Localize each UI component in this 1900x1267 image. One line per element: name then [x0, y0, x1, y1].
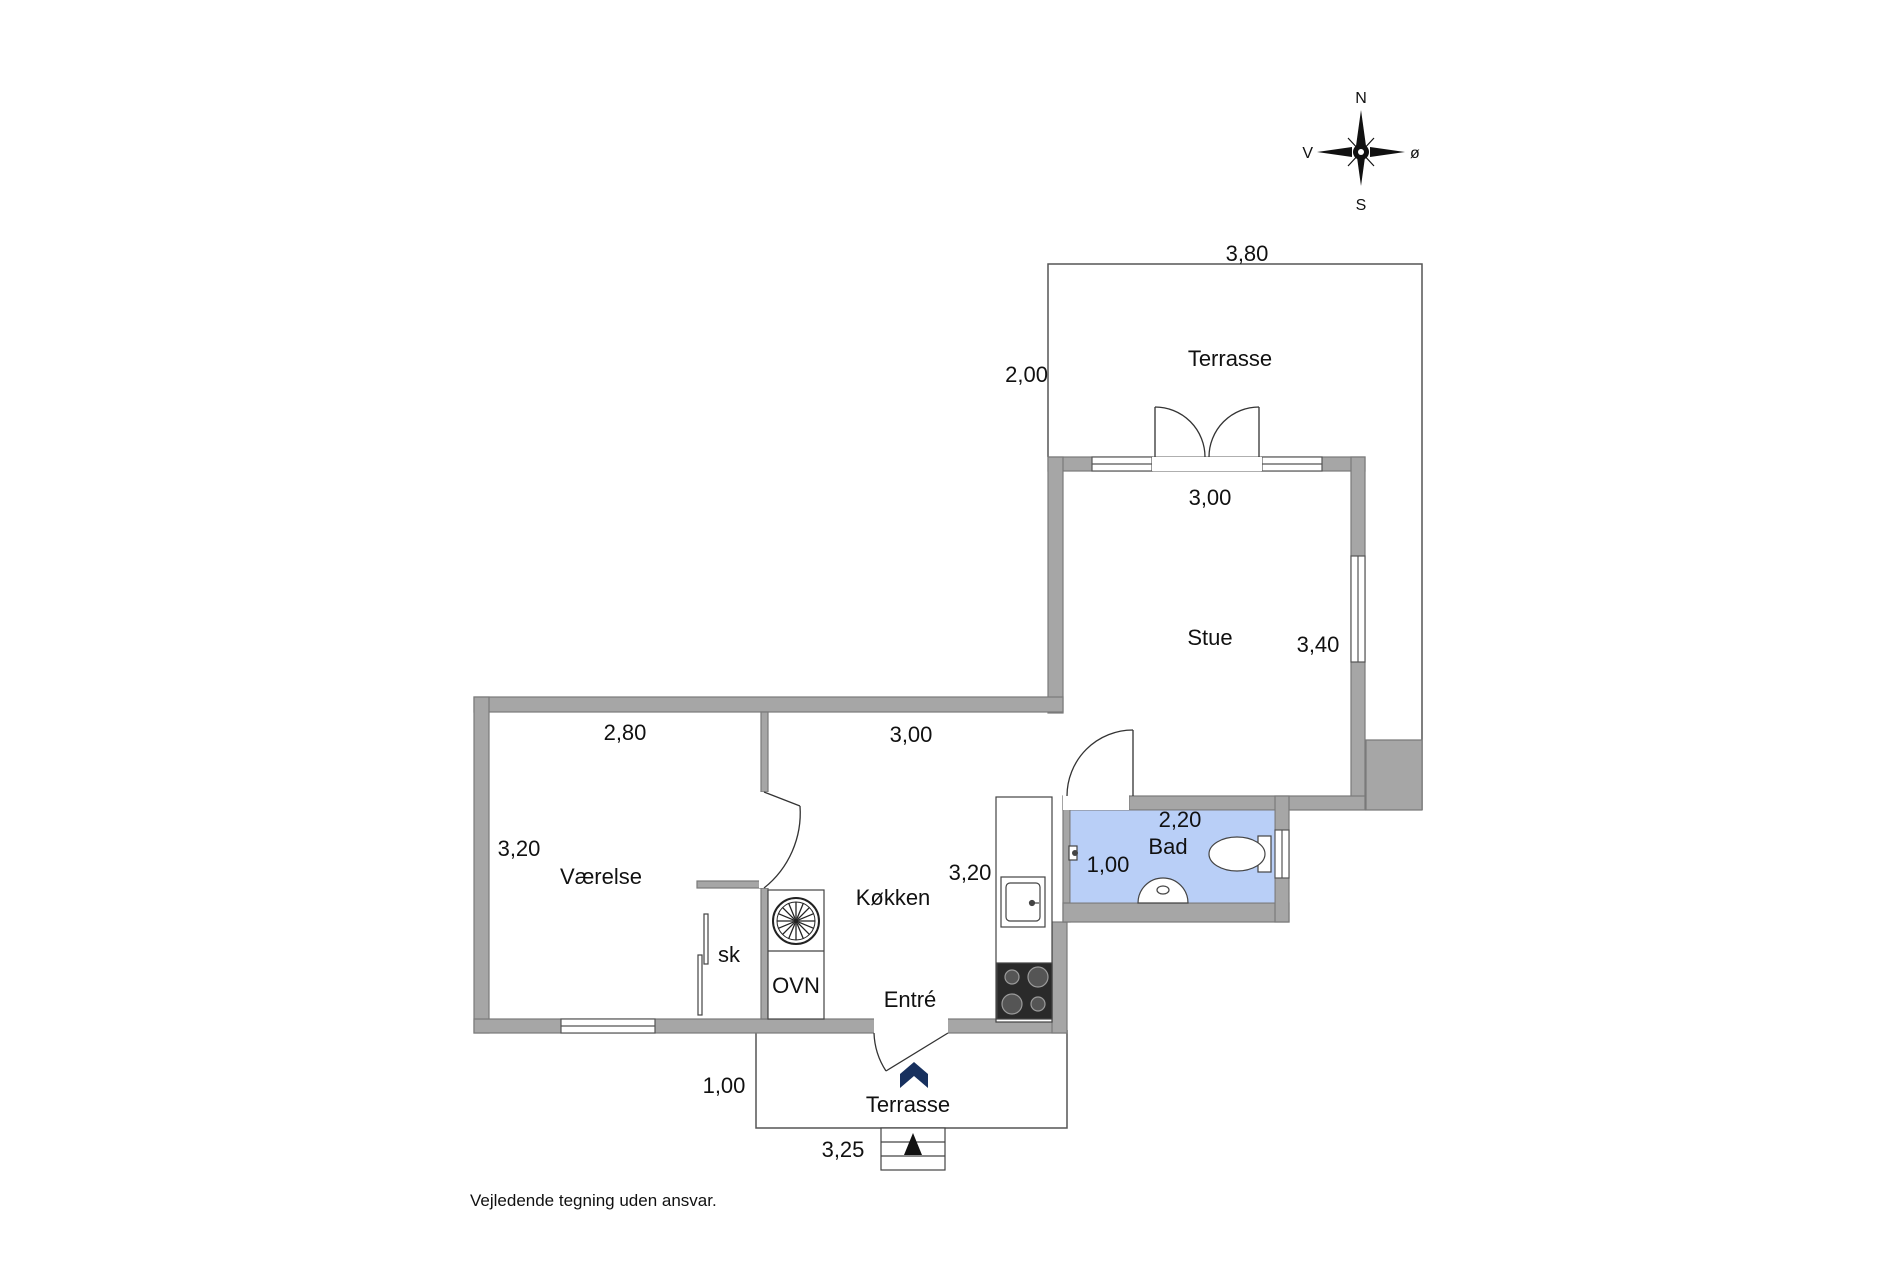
compass-west-label: V — [1302, 145, 1313, 162]
dim-bedroom-depth: 3,20 — [498, 836, 541, 861]
closet-label: sk — [718, 942, 741, 967]
step-arrow-icon — [904, 1133, 922, 1155]
window-stue-north-left — [1091, 456, 1153, 472]
compass-east-label: ø — [1410, 145, 1420, 162]
window-bedroom-south — [560, 1018, 656, 1034]
hob-icon — [996, 962, 1053, 1020]
room-label-terrace-bottom: Terrasse — [866, 1092, 950, 1117]
terrace-top-corner — [1365, 739, 1423, 811]
fan-icon — [772, 897, 820, 945]
disclaimer-text: Vejledende tegning uden ansvar. — [470, 1191, 717, 1210]
door-terrace-double — [1154, 406, 1260, 458]
toilet-icon — [1208, 835, 1272, 873]
dim-terrace-bottom-depth: 1,00 — [703, 1073, 746, 1098]
room-label-living: Stue — [1187, 625, 1232, 650]
bath-fixtures — [1068, 835, 1272, 904]
sink-icon — [1000, 876, 1046, 928]
windows — [560, 456, 1366, 1034]
window-stue-north-right — [1261, 456, 1323, 472]
dim-terrace-top-width: 3,80 — [1226, 241, 1269, 266]
compass-icon — [1317, 110, 1405, 186]
dim-terrace-top-depth: 2,00 — [1005, 362, 1048, 387]
room-label-kitchen: Køkken — [856, 885, 931, 910]
room-label-entrance: Entré — [884, 987, 937, 1012]
compass-south-label: S — [1356, 197, 1367, 214]
terrace-top-outline — [1047, 263, 1423, 810]
doors — [759, 406, 1262, 1072]
window-bath-east — [1274, 829, 1290, 879]
basin-icon — [1137, 877, 1189, 904]
closet-doors — [697, 913, 709, 1016]
door-bedroom — [763, 791, 801, 889]
room-label-bath: Bad — [1148, 834, 1187, 859]
dim-living-width: 3,00 — [1189, 485, 1232, 510]
entrance-arrow-icon — [900, 1062, 928, 1088]
room-label-bedroom: Værelse — [560, 864, 642, 889]
dim-terrace-bottom-width: 3,25 — [822, 1137, 865, 1162]
dim-bedroom-width: 2,80 — [604, 720, 647, 745]
dim-kitchen-width: 3,00 — [890, 722, 933, 747]
window-stue-east — [1350, 555, 1366, 663]
dim-bath-width: 2,20 — [1159, 807, 1202, 832]
compass-north-label: N — [1355, 90, 1367, 107]
kitchen-fixtures — [767, 796, 1053, 1023]
door-entrance — [873, 1032, 949, 1072]
door-stue — [1066, 729, 1134, 797]
dim-kitchen-depth: 3,20 — [949, 860, 992, 885]
dim-bath-depth: 1,00 — [1087, 852, 1130, 877]
dim-living-depth: 3,40 — [1297, 632, 1340, 657]
room-label-terrace-top: Terrasse — [1188, 346, 1272, 371]
tap-icon — [1068, 845, 1078, 861]
oven-label: OVN — [772, 973, 820, 998]
